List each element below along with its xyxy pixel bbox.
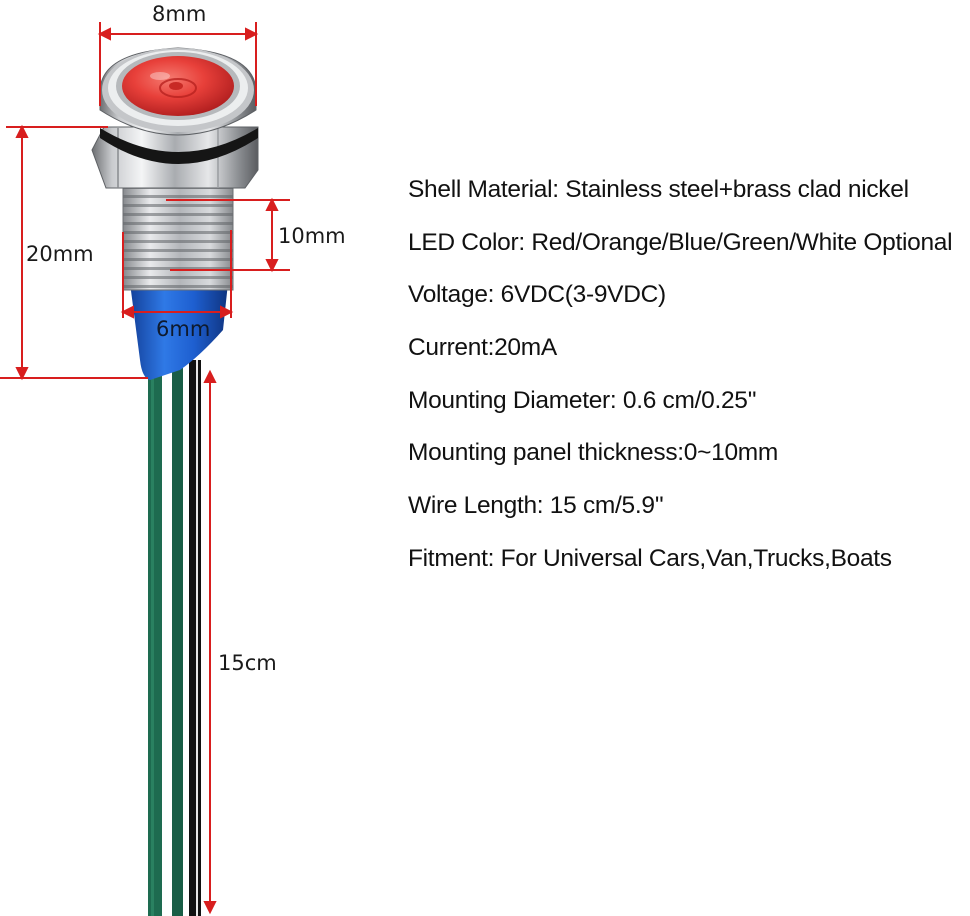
threaded-body [123,178,233,290]
dim-label-head-diameter: 8mm [152,2,206,26]
o-ring [100,128,258,164]
spec-fitment: Fitment: For Universal Cars,Van,Trucks,B… [408,544,892,572]
dimension-lines [0,22,290,915]
spec-led-color: LED Color: Red/Orange/Blue/Green/White O… [408,228,953,256]
wires [148,360,201,916]
blue-insulator [130,283,228,380]
dim-label-thread-diameter: 6mm [156,317,210,341]
green-wire-2 [172,368,183,916]
black-wire [189,360,201,916]
dim-label-thread-length: 10mm [278,224,346,248]
green-wire [148,368,162,916]
spec-voltage: Voltage: 6VDC(3-9VDC) [408,281,666,309]
spec-shell-material: Shell Material: Stainless steel+brass cl… [408,176,909,203]
spec-current: Current:20mA [408,334,557,362]
spec-mounting-diameter: Mounting Diameter: 0.6 cm/0.25'' [408,386,757,414]
specification-list: Shell Material: Stainless steel+brass cl… [408,172,970,594]
spec-wire-length: Wire Length: 15 cm/5.9'' [408,492,664,520]
dim-label-total-height: 20mm [26,242,94,266]
spec-panel-thickness: Mounting panel thickness:0~10mm [408,439,778,467]
dim-label-wire-length: 15cm [218,651,277,675]
